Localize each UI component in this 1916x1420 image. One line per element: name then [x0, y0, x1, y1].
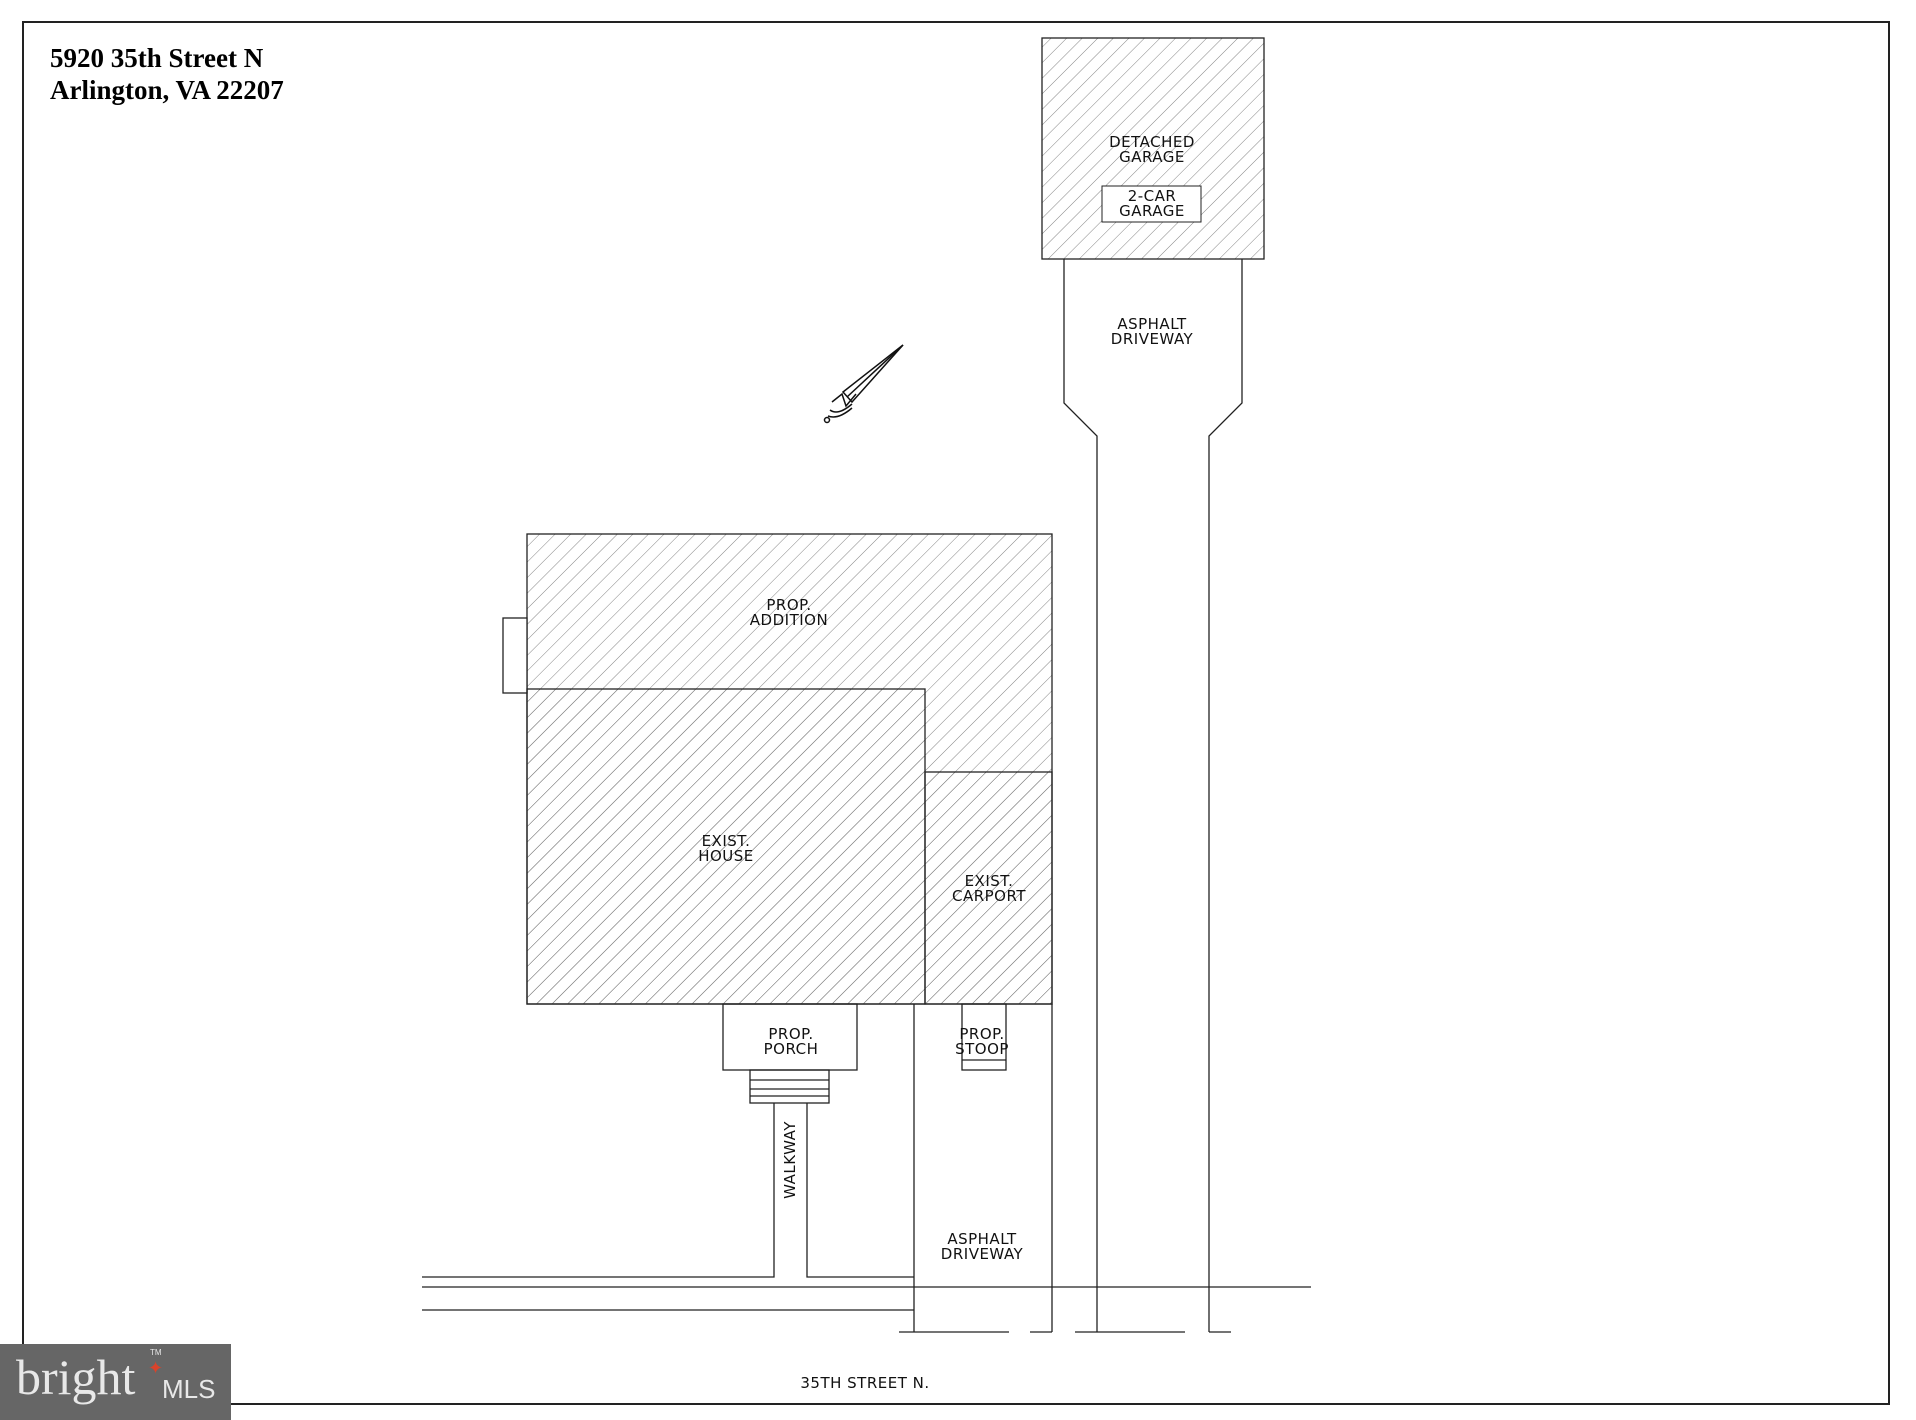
- logo-suffix: MLS: [162, 1374, 216, 1404]
- bright-mls-logo: bright ✦ TM MLS: [0, 1344, 231, 1420]
- north-arrow-icon: [823, 344, 904, 424]
- street-label: 35TH STREET N.: [800, 1374, 929, 1392]
- stoop-label: PROP.STOOP: [955, 1025, 1009, 1058]
- walkway: [422, 1103, 914, 1278]
- logo-brand: bright: [16, 1349, 136, 1405]
- logo-tm: TM: [150, 1348, 162, 1357]
- porch-label: PROP.PORCH: [764, 1025, 819, 1058]
- existing-house: [526, 688, 926, 1005]
- addition-bump-out: [502, 617, 528, 694]
- carport-label: EXIST.CARPORT: [952, 872, 1026, 905]
- address-line-1: 5920 35th Street N: [50, 43, 264, 73]
- house-label: EXIST.HOUSE: [698, 832, 754, 865]
- rear-driveway: [1063, 259, 1243, 1332]
- front-driveway: [913, 1004, 1053, 1332]
- address-line-2: Arlington, VA 22207: [50, 75, 284, 105]
- proposed-stoop: [961, 1003, 1007, 1071]
- walkway-label: WALKWAY: [781, 1121, 799, 1199]
- logo-star-icon: ✦: [148, 1358, 164, 1378]
- two-car-garage-box: [1101, 185, 1202, 223]
- street-edge-lines: [422, 1286, 1311, 1333]
- addition-label: PROP.ADDITION: [750, 596, 828, 629]
- porch-steps: [749, 1069, 830, 1104]
- sheet-border: [22, 21, 1890, 1405]
